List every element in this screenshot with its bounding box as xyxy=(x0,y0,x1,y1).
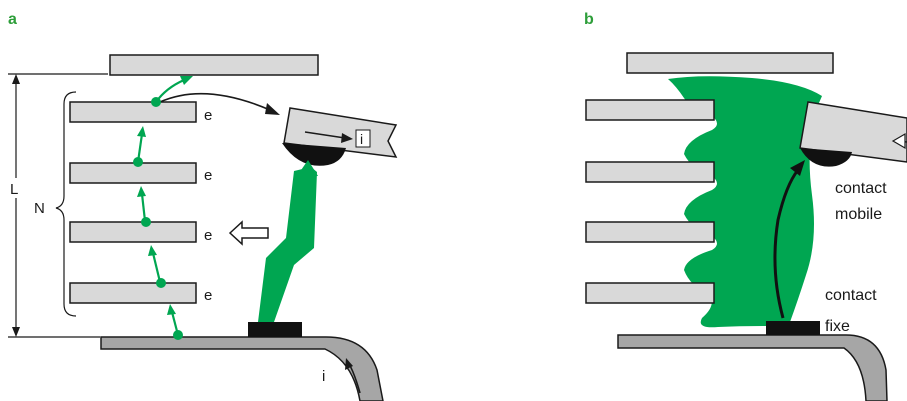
contact-current-arrow-b xyxy=(891,132,906,150)
mobile-contact-button xyxy=(282,143,346,166)
panel-a: a e e e e L N i xyxy=(8,11,398,401)
fixed-contact-label-1: contact xyxy=(825,287,877,304)
length-dimension xyxy=(8,73,108,338)
lightning-arrowhead xyxy=(297,160,318,176)
splitter-plate-1 xyxy=(69,101,197,123)
plate-label-1: e xyxy=(204,107,212,124)
plate-label-4: e xyxy=(204,287,212,304)
arc-chain xyxy=(133,76,193,340)
fixed-conductor-b xyxy=(617,334,888,401)
arc-travel-arrow xyxy=(159,92,271,111)
mobile-contact-label-1: contact xyxy=(835,180,887,197)
mobile-contact-arm-b xyxy=(799,101,907,163)
fixed-contact xyxy=(248,322,302,337)
count-label: N xyxy=(34,200,45,217)
mobile-contact-group: i xyxy=(282,107,398,166)
splitter-plate-b-1 xyxy=(585,99,715,121)
mobile-contact-button-b xyxy=(800,148,852,167)
conductor-current-label: i xyxy=(322,368,325,385)
fixed-contact-label-2: fixe xyxy=(825,318,850,335)
splitter-plate-b-3 xyxy=(585,221,715,243)
arc-plasma xyxy=(668,76,822,328)
panel-b-label: b xyxy=(584,11,594,28)
splitter-plate-b-4 xyxy=(585,282,715,304)
panel-a-label: a xyxy=(8,11,17,28)
fixed-conductor xyxy=(100,336,384,401)
splitter-plate-b-2 xyxy=(585,161,715,183)
length-label: L xyxy=(10,181,18,198)
panel-b: b contact mobile contact fixe xyxy=(584,11,907,401)
plate-label-3: e xyxy=(204,227,212,244)
arc-travel-arrowhead xyxy=(265,103,280,115)
splitter-plate-4 xyxy=(69,282,197,304)
arc-motion-arrowhead xyxy=(790,160,805,176)
splitter-plate-2 xyxy=(69,162,197,184)
mobile-contact-label-2: mobile xyxy=(835,206,882,223)
fixed-contact-b xyxy=(766,321,820,335)
conductor-current-arrowhead xyxy=(345,358,353,370)
arc-motion-arrow xyxy=(773,169,800,319)
lightning-arc-icon xyxy=(258,167,317,322)
contact-current-label: i xyxy=(360,131,363,147)
length-label-bg xyxy=(9,178,23,198)
hollow-left-arrow-icon xyxy=(228,220,269,246)
contact-current-box xyxy=(355,129,371,148)
top-plate xyxy=(109,54,319,76)
plate-label-2: e xyxy=(204,167,212,184)
top-plate-b xyxy=(626,52,834,74)
contact-current-arrowhead xyxy=(341,133,353,143)
count-brace xyxy=(55,91,77,317)
splitter-plate-3 xyxy=(69,221,197,243)
